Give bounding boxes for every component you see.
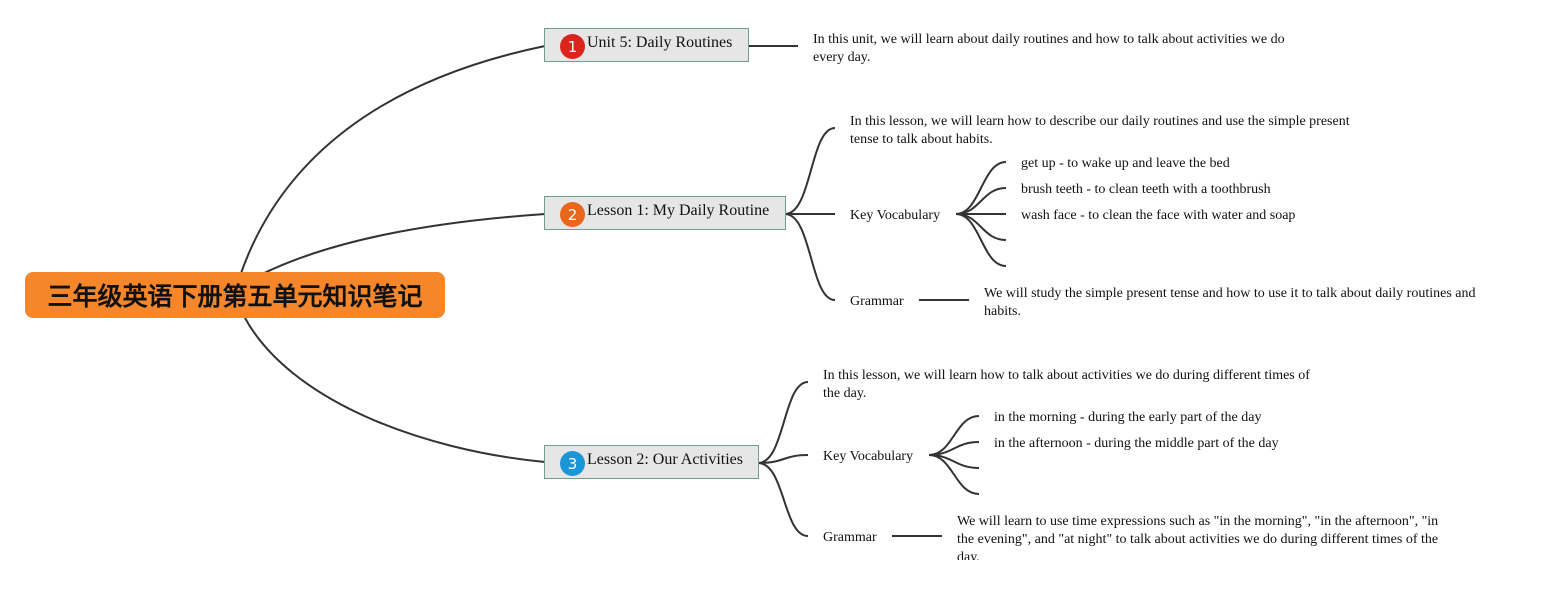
lesson-1-vocab-label[interactable]: Key Vocabulary	[850, 208, 941, 223]
topic-label: Lesson 1: My Daily Routine	[587, 202, 770, 219]
lesson-2-intro: In this lesson, we will learn how to tal…	[823, 368, 1310, 401]
vocab-item: brush teeth - to clean teeth with a toot…	[1021, 182, 1271, 197]
number-1-icon: 1	[560, 34, 585, 59]
vocab-item: in the afternoon - during the middle par…	[994, 436, 1279, 451]
topic-label: Unit 5: Daily Routines	[587, 34, 733, 51]
unit-intro: In this unit, we will learn about daily …	[813, 32, 1285, 65]
connector	[784, 213, 836, 301]
topic-lesson-2[interactable]: 3 Lesson 2: Our Activities	[544, 445, 759, 479]
lesson-1-intro: In this lesson, we will learn how to des…	[850, 114, 1350, 147]
lesson-2-grammar-label[interactable]: Grammar	[823, 530, 877, 545]
connector	[239, 45, 546, 277]
lesson-2-vocab-label[interactable]: Key Vocabulary	[823, 449, 914, 464]
vocab-item: get up - to wake up and leave the bed	[1021, 156, 1230, 171]
connector	[757, 454, 809, 464]
connector	[784, 127, 836, 215]
connector	[955, 213, 1007, 267]
topic-unit-5[interactable]: 1 Unit 5: Daily Routines	[544, 28, 749, 62]
vocab-item: in the morning - during the early part o…	[994, 410, 1262, 425]
vocab-item: wash face - to clean the face with water…	[1021, 208, 1296, 223]
number-2-icon: 2	[560, 202, 585, 227]
connector	[928, 454, 980, 495]
connector	[955, 213, 1007, 241]
number-3-icon: 3	[560, 451, 585, 476]
root-topic[interactable]: 三年级英语下册第五单元知识笔记	[25, 272, 445, 318]
connector	[257, 213, 546, 277]
lesson-2-grammar: We will learn to use time expressions su…	[957, 514, 1439, 560]
connector	[955, 187, 1007, 215]
connector	[757, 462, 809, 537]
connector	[757, 381, 809, 464]
topic-label: Lesson 2: Our Activities	[587, 451, 743, 468]
lesson-1-grammar: We will study the simple present tense a…	[984, 286, 1476, 319]
topic-lesson-1[interactable]: 2 Lesson 1: My Daily Routine	[544, 196, 786, 230]
connector	[244, 317, 546, 463]
lesson-1-grammar-label[interactable]: Grammar	[850, 294, 904, 309]
